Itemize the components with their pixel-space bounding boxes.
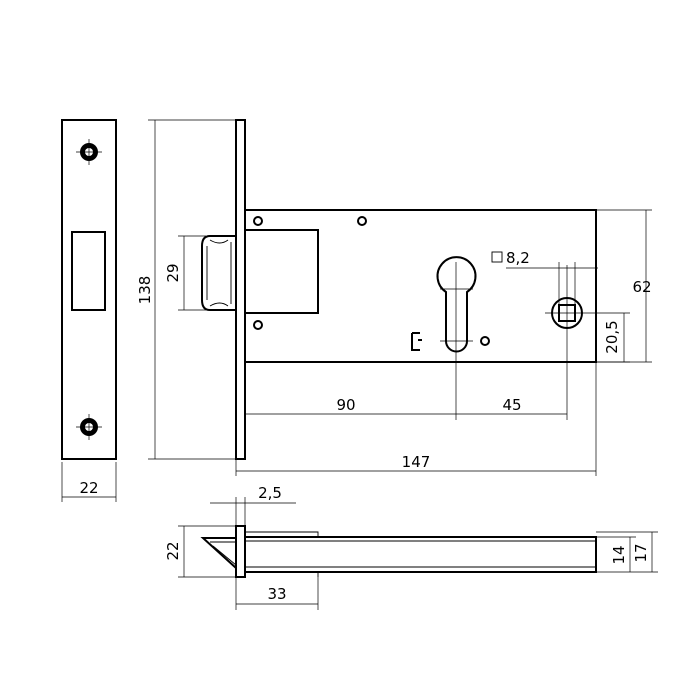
screw-hole-bottom [76, 414, 102, 440]
side-body-view: 8,2 138 29 62 20,5 90 45 147 [136, 119, 652, 476]
faceplate-thickness-label: 2,5 [258, 484, 282, 502]
latch-bolt [201, 235, 236, 311]
bottom-faceplate [235, 525, 246, 578]
small-slot [411, 332, 422, 351]
rivet [480, 336, 490, 346]
bottom-step [245, 531, 319, 537]
rivet [253, 216, 263, 226]
front-plate-outline [61, 119, 117, 460]
front-plate-view: 22 [61, 119, 117, 502]
latch-bolt-detail [206, 239, 232, 307]
cylinder-cutout [436, 256, 477, 353]
faceplate-edge [235, 119, 246, 460]
bottom-view: 2,5 22 33 14 17 [164, 484, 658, 610]
backset-label: 90 [336, 396, 355, 414]
square-offset-label: 20,5 [603, 320, 621, 353]
overall-height-label: 138 [136, 276, 154, 305]
faceplate-width-label: 22 [79, 479, 98, 497]
body-length-label: 147 [402, 453, 431, 471]
latch-projection-label: 33 [267, 585, 286, 603]
rivet [357, 216, 367, 226]
cylinder-to-square-label: 45 [502, 396, 521, 414]
square-symbol-icon [491, 251, 503, 263]
rivet [253, 320, 263, 330]
side-height-label: 22 [164, 541, 182, 560]
screw-hole-top [76, 139, 102, 165]
latch-block [244, 229, 319, 314]
latch-opening [71, 231, 106, 311]
body-height-label: 62 [632, 278, 651, 296]
bottom-latch-wedge [200, 537, 237, 569]
bottom-body [244, 536, 597, 573]
inner-height-label: 14 [610, 545, 628, 564]
square-size-label: 8,2 [506, 249, 530, 267]
side-body-height-label: 17 [632, 543, 650, 562]
latch-height-label: 29 [164, 263, 182, 282]
bottom-latch-detail [210, 541, 237, 566]
